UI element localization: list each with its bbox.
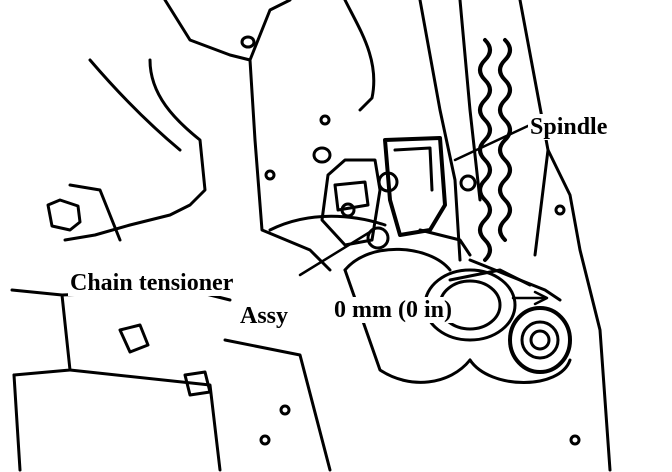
chain-tensioner-assy bbox=[320, 136, 477, 257]
chain-tensioner-label: Chain tensioner bbox=[68, 270, 236, 296]
engine-block-outline bbox=[163, 0, 332, 272]
assy-label: Assy bbox=[238, 303, 291, 329]
timing-chain bbox=[478, 38, 512, 262]
crankshaft-pulley bbox=[343, 247, 572, 384]
spindle-label: Spindle bbox=[528, 114, 610, 140]
clearance-arrow bbox=[533, 290, 549, 306]
tensioner-leader-line bbox=[298, 230, 372, 277]
spindle-leader-line bbox=[453, 123, 532, 162]
clearance-label: 0 mm (0 in) bbox=[332, 297, 454, 323]
chain-guide bbox=[418, 0, 462, 262]
